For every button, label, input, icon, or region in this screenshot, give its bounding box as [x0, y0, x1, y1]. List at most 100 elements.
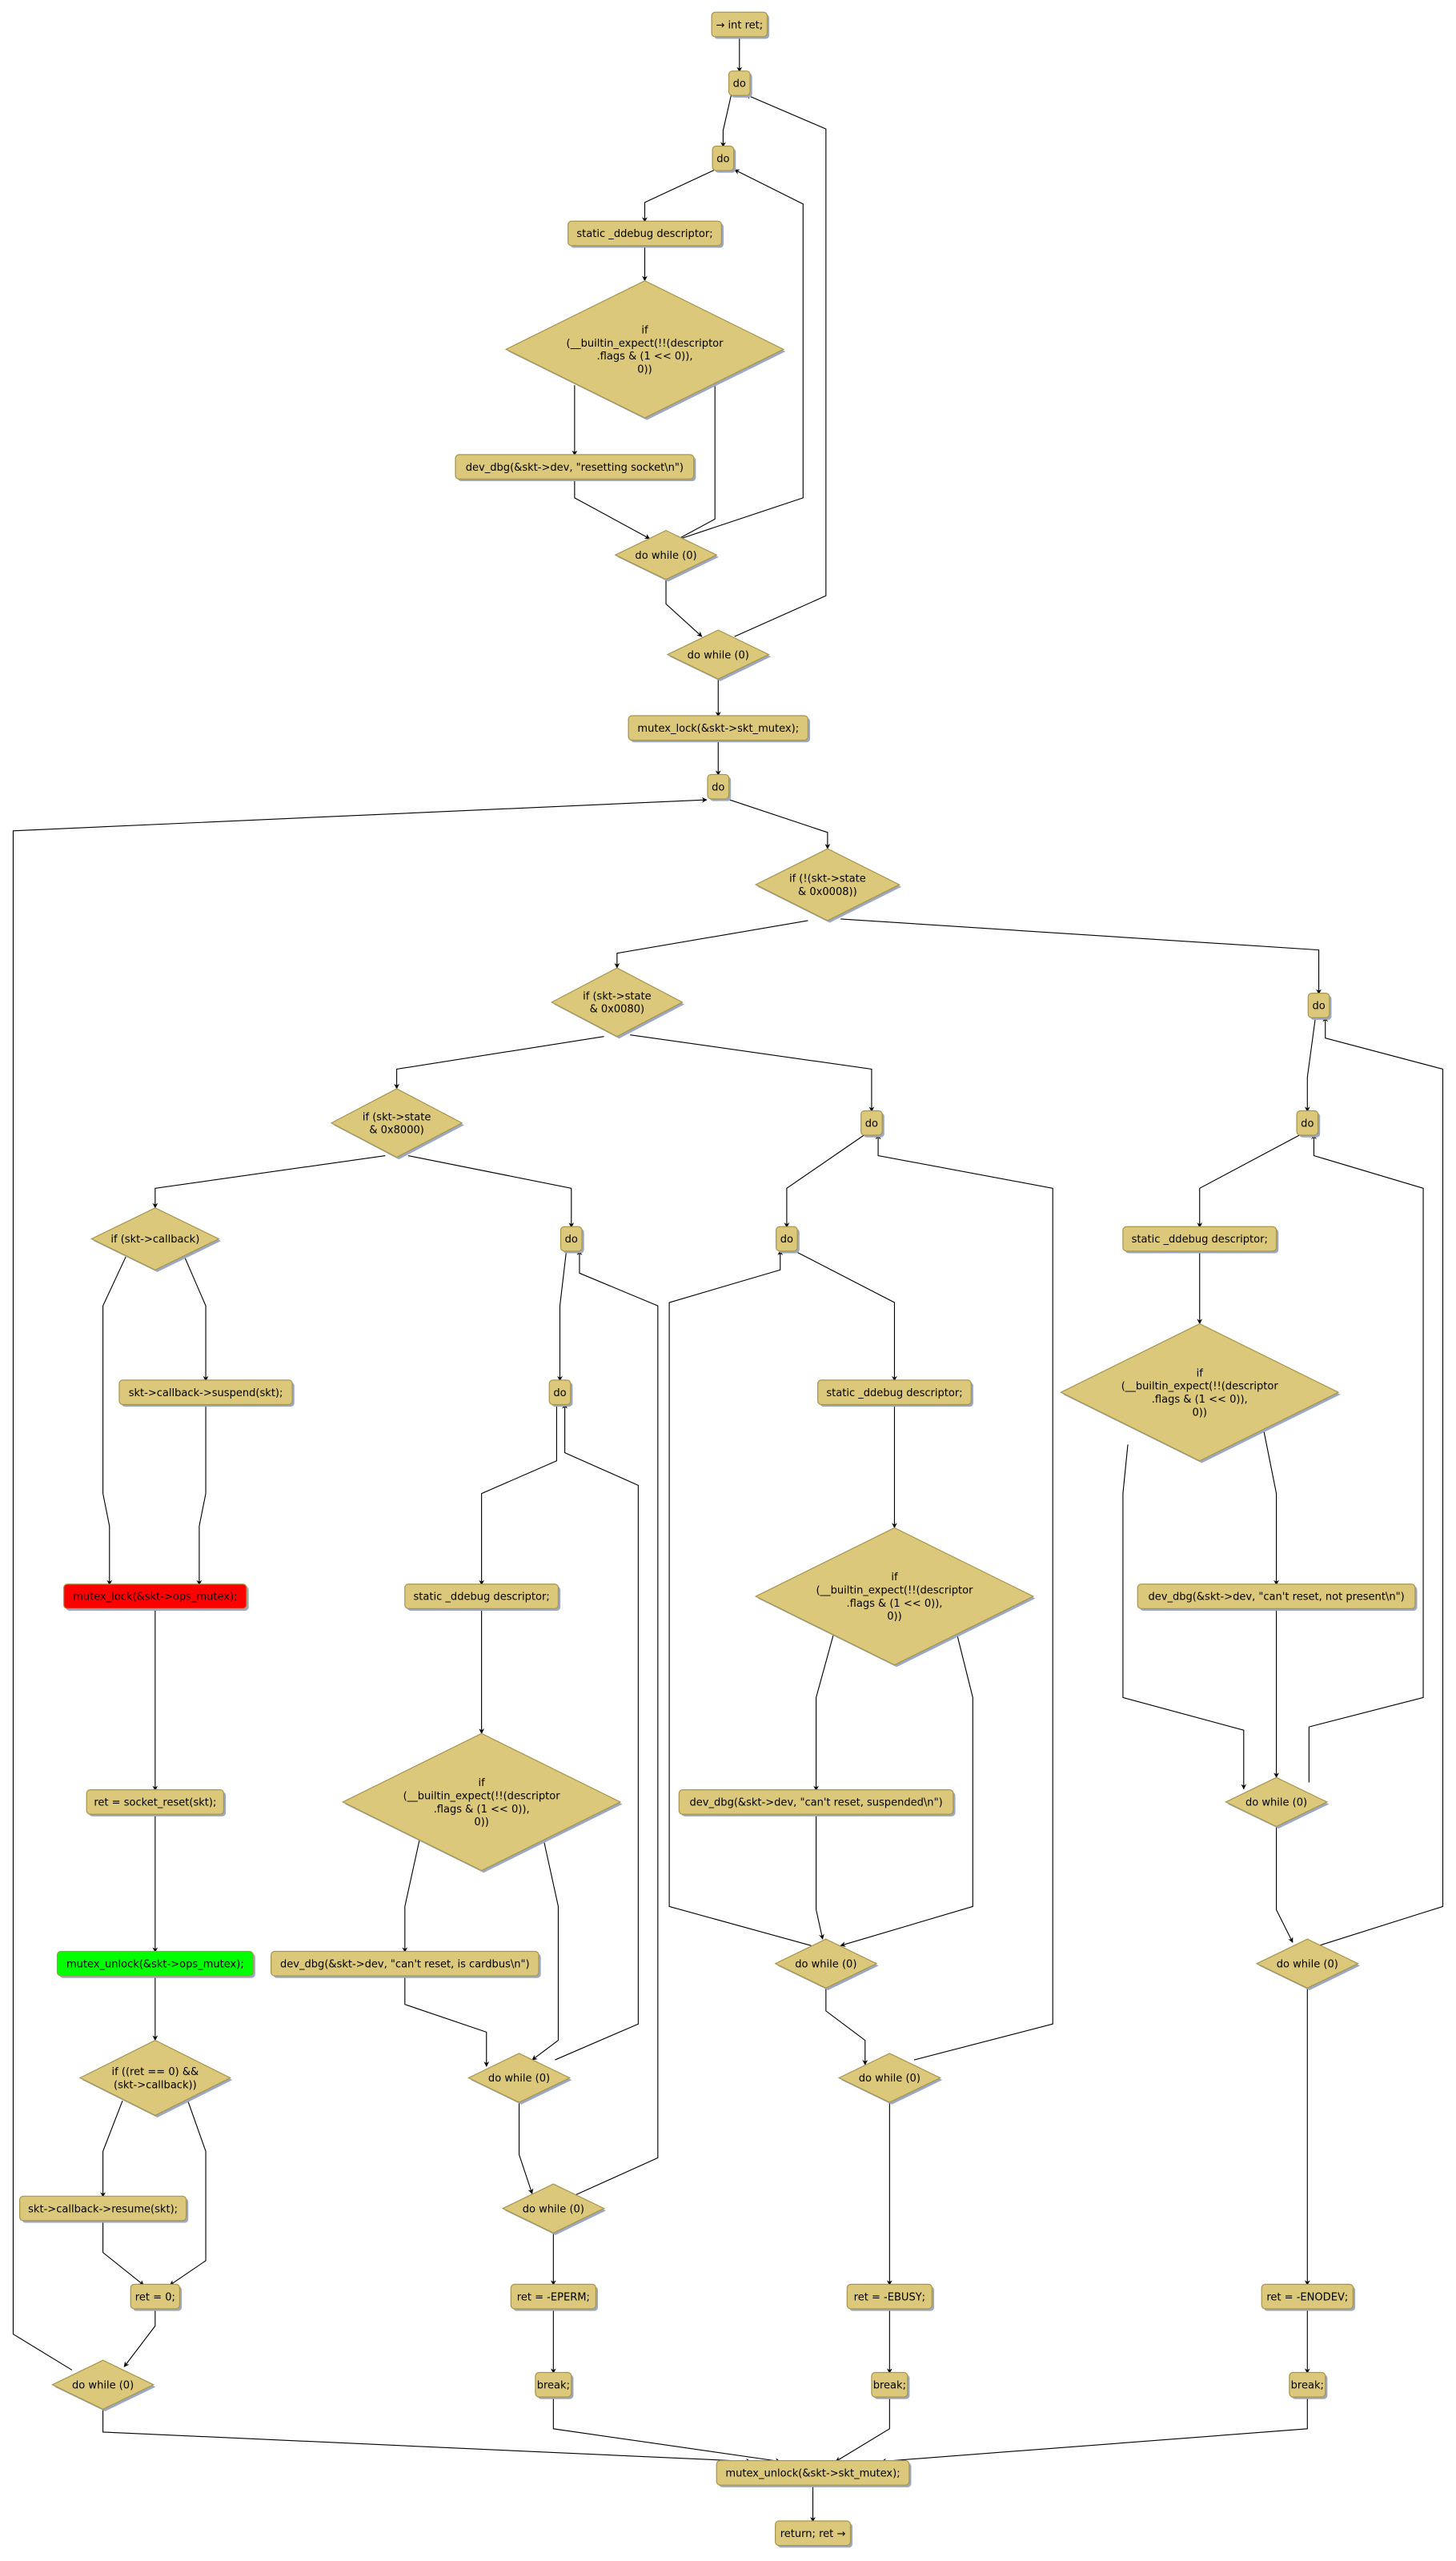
statement-node: do [707, 773, 732, 801]
node-shape [56, 1950, 254, 1977]
node-label: break; [1291, 2379, 1324, 2391]
node-shape [666, 629, 770, 680]
statement-node: do [728, 70, 752, 98]
node-label: (__builtin_expect(!!(descriptor [816, 1585, 973, 1597]
decision-node: if (skt->callback) [90, 1207, 222, 1272]
statement-node: mutex_lock(&skt->ops_mutex); [63, 1584, 249, 1611]
node-label: ret = socket_reset(skt); [94, 1797, 216, 1809]
flow-arrow [1304, 1017, 1317, 1113]
node-label: static _ddebug descriptor; [413, 1592, 549, 1604]
node-label: .flags & (1 << 0)), [434, 1804, 530, 1816]
flow-arrow [729, 799, 831, 849]
node-label: do while (0) [488, 2073, 550, 2085]
node-shape [860, 1110, 883, 1136]
node-label: if [1197, 1367, 1204, 1379]
flow-arrow [1308, 1134, 1424, 1783]
node-shape [707, 773, 730, 800]
node-shape [560, 1226, 583, 1252]
node-label: skt->callback->resume(skt); [28, 2203, 178, 2215]
node-shape [548, 1379, 572, 1406]
statement-node: skt->callback->suspend(skt); [118, 1379, 295, 1407]
flow-arrow [557, 1250, 568, 1382]
node-shape [776, 1226, 798, 1252]
flow-arrow [518, 2102, 534, 2194]
node-label: .flags & (1 << 0)), [597, 351, 693, 363]
statement-node: ret = -EPERM; [510, 2283, 599, 2311]
flow-arrow [407, 1154, 575, 1228]
node-label: dev_dbg(&skt->dev, "can't reset, not pre… [1148, 1592, 1404, 1604]
node-label: ret = -ENODEV; [1266, 2291, 1348, 2303]
node-label: break; [537, 2379, 570, 2391]
node-label: if [641, 325, 648, 337]
decision-node: do while (0) [666, 629, 772, 681]
statement-node: skt->callback->resume(skt); [19, 2195, 189, 2223]
node-label: .flags & (1 << 0)), [1152, 1394, 1248, 1406]
node-shape [1261, 2283, 1354, 2310]
node-label: do [733, 78, 746, 90]
node-shape [118, 1379, 293, 1406]
edges [12, 35, 1444, 2523]
node-shape [837, 2053, 941, 2103]
statement-node: static _ddebug descriptor; [404, 1584, 561, 1611]
statement-node: dev_dbg(&skt->dev, "can't reset, not pre… [1137, 1584, 1418, 1611]
decision-node: if (!(skt->state& 0x0008)) [754, 848, 902, 923]
node-shape [568, 220, 722, 247]
flow-arrow [402, 1839, 420, 1953]
flow-arrow [792, 1250, 897, 1382]
flow-arrow [12, 797, 708, 2370]
flow-arrow [825, 1988, 868, 2065]
node-label: dev_dbg(&skt->dev, "can't reset, is card… [280, 1958, 530, 1970]
decision-node: do while (0) [1224, 1776, 1330, 1829]
statement-node: do [560, 1226, 584, 1254]
node-shape [86, 1789, 225, 1815]
decision-node: if(__builtin_expect(!!(descriptor.flags … [341, 1732, 623, 1873]
flow-arrow [614, 920, 808, 969]
flow-arrow [1318, 1016, 1444, 1946]
statement-node: → int ret; [711, 11, 770, 39]
flow-arrow [676, 169, 804, 541]
node-label: mutex_lock(&skt->skt_mutex); [637, 723, 799, 735]
flow-arrow [840, 918, 1322, 995]
node-shape [775, 2520, 852, 2547]
decision-node: if(__builtin_expect(!!(descriptor.flags … [504, 280, 786, 420]
statement-node: do [1296, 1110, 1321, 1138]
statement-node: mutex_unlock(&skt->ops_mutex); [56, 1950, 255, 1978]
flow-arrow [196, 1403, 207, 1586]
node-label: if (skt->state [363, 1111, 431, 1123]
statement-node: do [548, 1379, 573, 1407]
decision-node: do while (0) [467, 2053, 572, 2105]
node-label: do [712, 781, 724, 793]
node-shape [846, 2283, 933, 2310]
node-shape [51, 2359, 155, 2410]
flow-arrow [1276, 1826, 1294, 1943]
flow-arrow [152, 1154, 386, 1209]
node-shape [78, 2039, 232, 2117]
flow-arrow [404, 1975, 490, 2067]
flow-arrow [169, 2100, 207, 2286]
decision-node: do while (0) [501, 2183, 607, 2235]
statement-node: mutex_lock(&skt->skt_mutex); [628, 715, 811, 743]
node-shape [1060, 1323, 1340, 1462]
statement-node: dev_dbg(&skt->dev, "can't reset, suspend… [678, 1789, 956, 1816]
decision-node: if (skt->state& 0x8000) [330, 1088, 464, 1160]
flow-arrow [1262, 1427, 1279, 1586]
flow-arrow [552, 2396, 781, 2464]
node-label: (__builtin_expect(!!(descriptor [403, 1790, 561, 1802]
statement-node: dev_dbg(&skt->dev, "can't reset, is card… [271, 1950, 541, 1978]
node-label: 0)) [1193, 1407, 1207, 1419]
node-shape [628, 715, 809, 741]
flow-arrow [102, 2219, 145, 2286]
node-label: do while (0) [72, 2379, 134, 2391]
flow-arrow [630, 1034, 875, 1113]
node-shape [510, 2283, 596, 2310]
node-label: do while (0) [688, 649, 749, 661]
node-label: if (skt->callback) [110, 1234, 199, 1246]
statement-node: do [776, 1226, 800, 1254]
flow-arrow [813, 1632, 835, 1792]
node-label: return; ret → [780, 2528, 846, 2540]
node-shape [774, 1938, 878, 1989]
flow-arrow [665, 579, 703, 637]
node-label: .flags & (1 << 0)), [846, 1598, 942, 1610]
node-label: mutex_unlock(&skt->ops_mutex); [66, 1958, 244, 1970]
